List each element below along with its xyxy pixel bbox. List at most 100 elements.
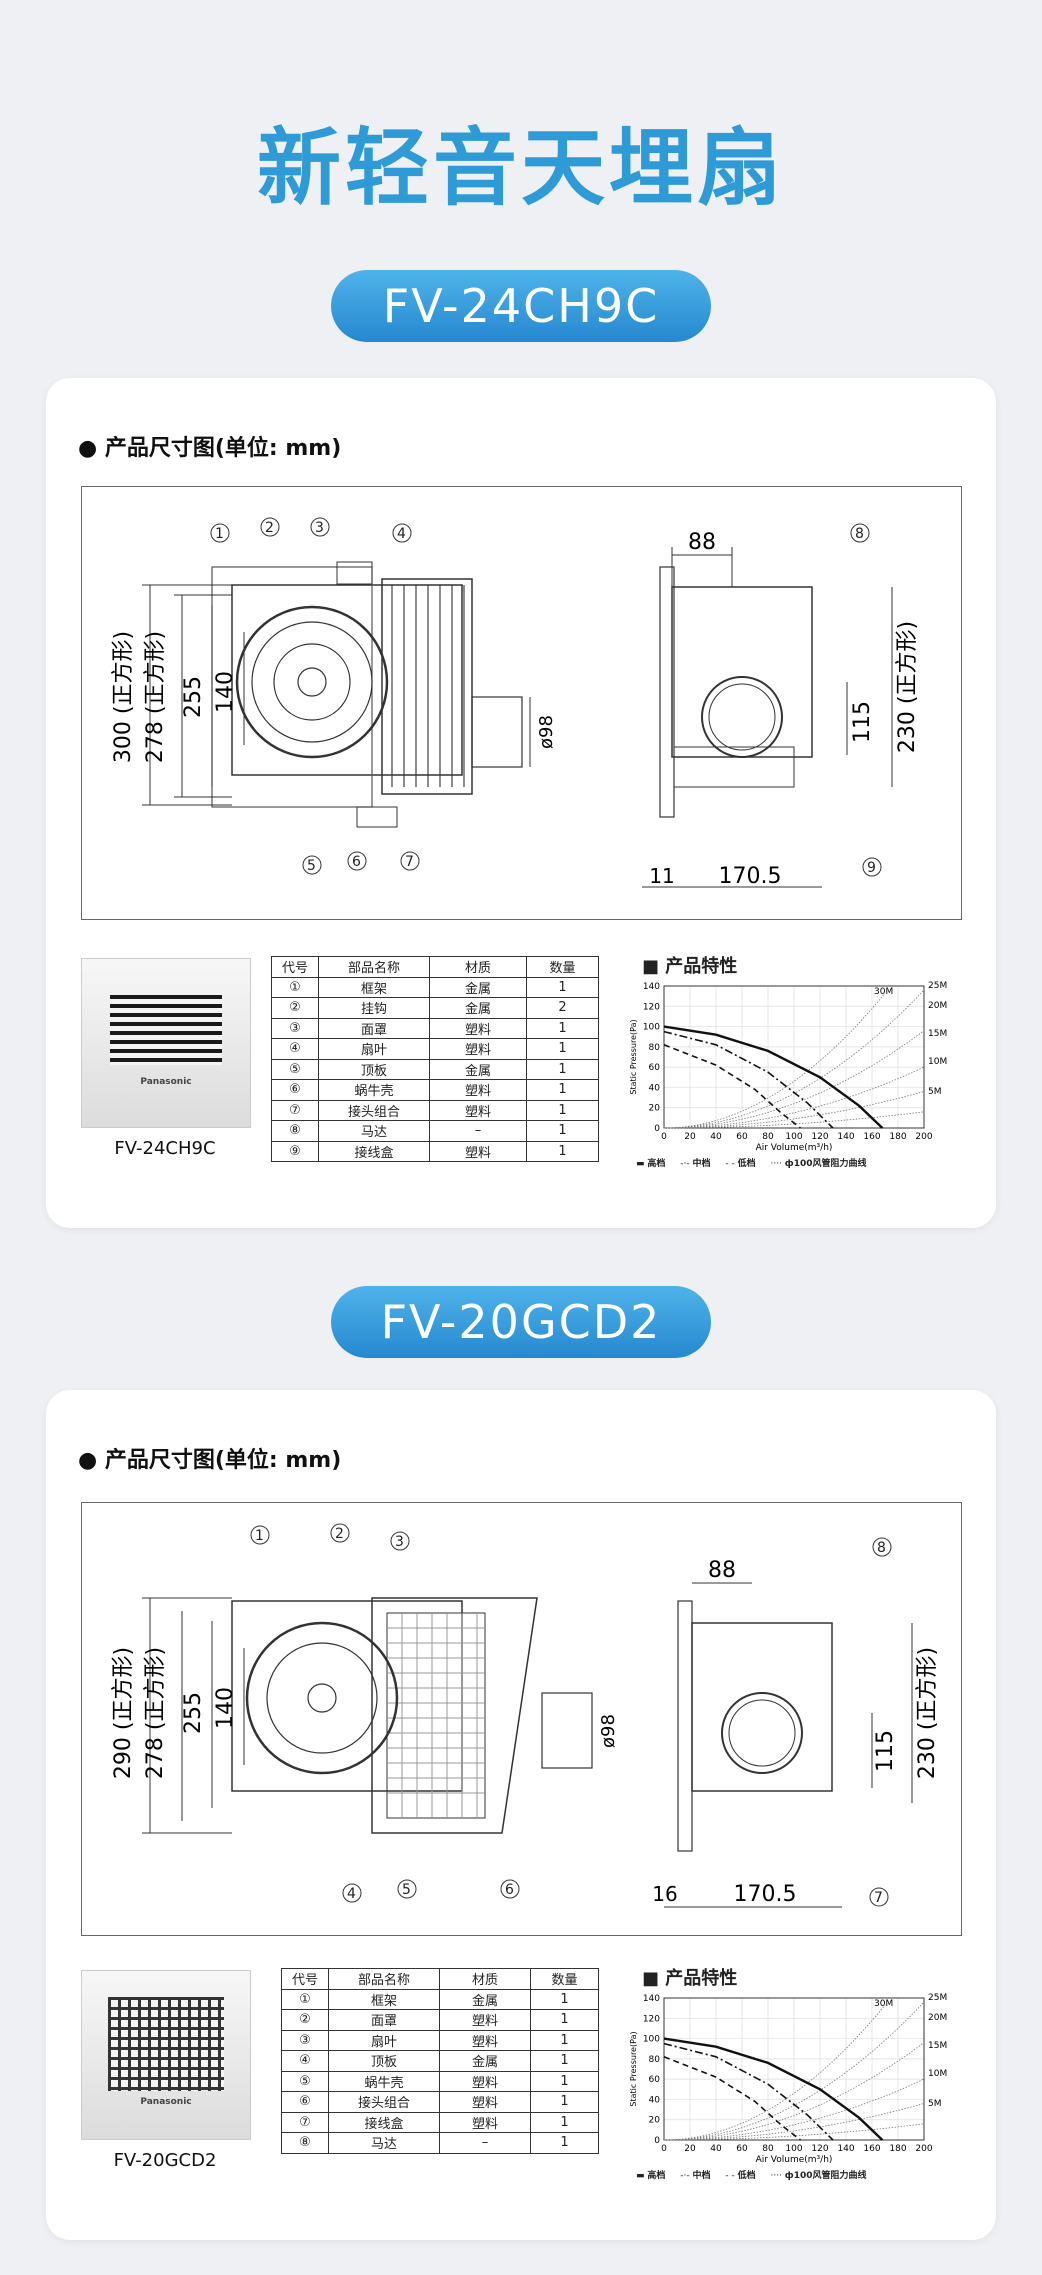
part-qty: 1 [526,1017,599,1039]
dim-inner: 278 (正方形) [143,631,168,763]
resistance-label: 15M [928,2041,947,2051]
part-name: 面罩 [318,1017,430,1039]
part-name: 马达 [328,2132,440,2154]
svg-text:8: 8 [855,526,864,542]
x-tick-label: 0 [661,1132,667,1142]
part-qty: 1 [526,1058,599,1080]
col-material: 材质 [429,956,527,978]
dim-11: 11 [649,864,674,888]
y-tick-label: 120 [643,2014,660,2024]
part-code: ① [281,1988,329,2010]
part-material: 金属 [429,1058,527,1080]
col-code: 代号 [271,956,319,978]
chart-legend: ▬ 高档 -·- 中档 - - 低档 ···· ф100风管阻力曲线 [636,1156,879,1169]
y-tick-label: 100 [643,1023,660,1033]
series-line-1 [663,1025,884,1129]
x-tick-label: 140 [837,1132,854,1142]
legend-high: ▬ 高档 [636,1159,666,1169]
grille-icon [108,1997,224,2091]
svg-text:1: 1 [255,1528,264,1544]
duct-resistance-curve [664,2078,925,2141]
part-material: 塑料 [439,2111,531,2133]
y-tick-label: 80 [649,2055,661,2065]
duct-resistance-curve [663,989,925,1129]
plot-frame [663,985,925,1129]
dim-255: 255 [181,1692,206,1734]
y-tick-label: 0 [654,2136,660,2146]
dim-115: 115 [873,1730,898,1772]
dimension-drawing: 300 (正方形) 278 (正方形) 255 140 ø98 1 2 3 4 … [81,486,962,920]
dim-depth88: 88 [688,530,716,555]
y-tick-label: 20 [649,2116,661,2126]
part-code: ⑨ [271,1140,319,1162]
dim-duct: ø98 [536,715,557,749]
part-qty: 1 [530,2050,599,2072]
part-name: 马达 [318,1120,430,1142]
svg-text:4: 4 [347,1886,356,1902]
part-name: 蜗牛壳 [318,1079,430,1101]
part-code: ⑥ [281,2091,329,2113]
dim-outer: 290 (正方形) [111,1647,136,1779]
col-material: 材质 [439,1968,531,1990]
x-tick-label: 0 [661,2144,667,2154]
legend-low: - - 低档 [725,2171,756,2181]
legend-low: - - 低档 [725,1159,756,1169]
svg-text:3: 3 [315,520,324,536]
part-material: 金属 [439,1988,531,2010]
part-code: ② [281,2009,329,2031]
dim-230: 230 (正方形) [915,1647,940,1779]
part-name: 框架 [318,976,430,998]
part-code: ④ [271,1038,319,1060]
y-axis-label: Static Pressure(Pa) [629,1019,638,1094]
part-code: ② [271,997,319,1019]
part-material: 塑料 [439,2029,531,2051]
part-qty: 1 [530,2091,599,2113]
svg-text:5: 5 [402,1882,411,1898]
part-material: 塑料 [439,2070,531,2092]
y-tick-label: 120 [643,1002,660,1012]
legend-duct: ···· ф100风管阻力曲线 [770,1159,867,1169]
resistance-label: 10M [928,2069,947,2079]
y-tick-label: 0 [654,1124,660,1134]
x-axis-label: Air Volume(m³/h) [756,2155,833,2165]
part-code: ⑧ [271,1120,319,1142]
svg-text:7: 7 [405,854,414,870]
svg-text:1: 1 [215,526,224,542]
part-name: 蜗牛壳 [328,2070,440,2092]
brand-logo: Panasonic [140,2097,192,2107]
part-material: – [429,1120,527,1142]
duct-resistance-curve [663,2004,886,2141]
x-tick-label: 60 [736,2144,748,2154]
y-axis-label: Static Pressure(Pa) [629,2031,638,2106]
part-code: ⑤ [271,1058,319,1080]
part-name: 扇叶 [328,2029,440,2051]
product-card-2: ● 产品尺寸图(单位: mm) [46,1390,996,2240]
part-qty: 1 [530,1988,599,2010]
part-code: ⑦ [281,2111,329,2133]
part-material: – [439,2132,531,2154]
part-qty: 1 [526,1079,599,1101]
y-tick-label: 140 [643,1994,660,2004]
product-photo: Panasonic [81,1970,251,2140]
dimension-section-title: ● 产品尺寸图(单位: mm) [78,1448,342,1473]
resistance-label: 30M [874,987,893,997]
x-axis-label: Air Volume(m³/h) [756,1143,833,1153]
x-tick-label: 200 [915,1132,932,1142]
duct-resistance-curve [664,1091,925,1129]
x-tick-label: 200 [915,2144,932,2154]
x-tick-label: 40 [710,2144,722,2154]
part-qty: 1 [526,1120,599,1142]
dim-140: 140 [213,1687,238,1729]
y-tick-label: 60 [649,1063,661,1073]
part-material: 塑料 [429,1099,527,1121]
series-line-3 [663,1044,801,1129]
dim-140: 140 [213,671,238,713]
legend-mid: -·- 中档 [680,2171,711,2181]
